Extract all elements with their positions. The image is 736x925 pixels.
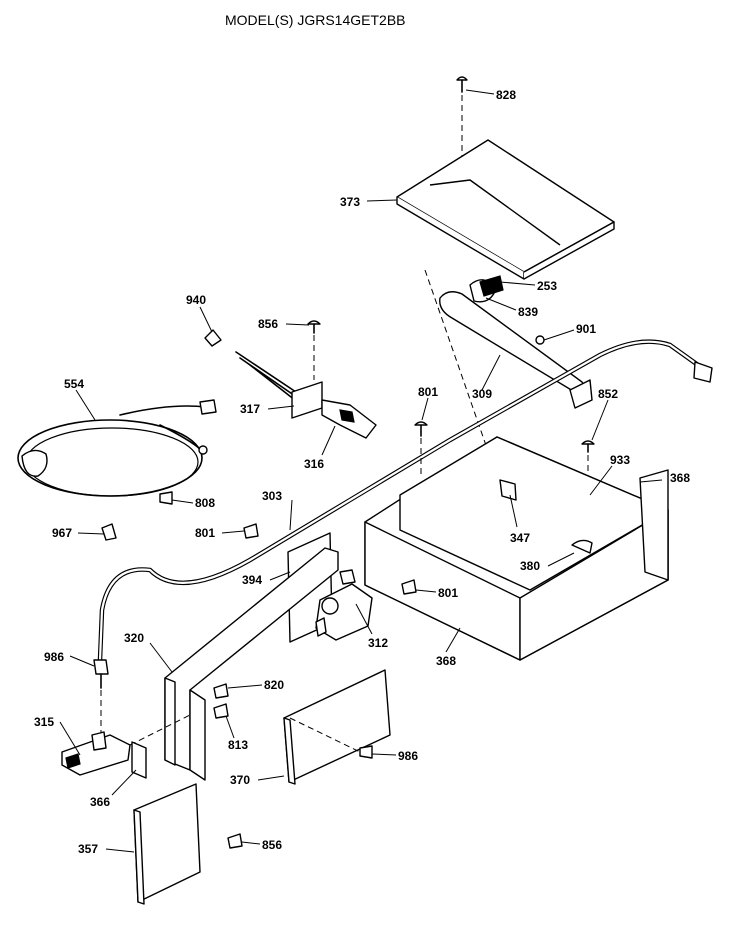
label-940: 940 xyxy=(186,293,206,307)
screw-852 xyxy=(581,440,595,453)
screw-820 xyxy=(213,683,229,699)
label-820: 820 xyxy=(264,678,284,692)
screw-801-top xyxy=(414,421,428,437)
label-986-right: 986 xyxy=(398,749,418,763)
screw-808 xyxy=(159,491,173,505)
label-347: 347 xyxy=(510,531,530,545)
screw-828 xyxy=(456,76,468,93)
label-901: 901 xyxy=(576,322,596,336)
panel-357 xyxy=(133,783,201,905)
label-316: 316 xyxy=(304,457,324,471)
label-373: 373 xyxy=(340,195,360,209)
gas-tube-303 xyxy=(97,339,713,663)
label-368-right: 368 xyxy=(670,471,690,485)
label-813: 813 xyxy=(228,738,248,752)
model-title: MODEL(S) JGRS14GET2BB xyxy=(225,12,406,28)
label-312: 312 xyxy=(368,636,388,650)
valve-assembly-315 xyxy=(61,714,191,776)
label-394: 394 xyxy=(242,573,262,587)
label-801-valve: 801 xyxy=(438,586,458,600)
label-368-bottom: 368 xyxy=(436,654,456,668)
label-986-left: 986 xyxy=(44,650,64,664)
label-309: 309 xyxy=(472,387,492,401)
wire-harness-554 xyxy=(17,399,217,497)
label-370: 370 xyxy=(230,773,250,787)
label-554: 554 xyxy=(64,377,84,391)
deflector-plate-373 xyxy=(396,139,615,280)
label-366: 366 xyxy=(90,795,110,809)
screw-801-left xyxy=(243,523,259,539)
igniter-317 xyxy=(235,351,377,439)
label-303: 303 xyxy=(262,489,282,503)
cap-940 xyxy=(204,329,222,347)
label-856-lower: 856 xyxy=(262,838,282,852)
label-320: 320 xyxy=(124,631,144,645)
label-828: 828 xyxy=(496,88,516,102)
label-315: 315 xyxy=(34,715,54,729)
valve-312 xyxy=(315,569,373,641)
label-317: 317 xyxy=(240,402,260,416)
label-380: 380 xyxy=(520,559,540,573)
label-967: 967 xyxy=(52,526,72,540)
label-852: 852 xyxy=(598,387,618,401)
screw-901 xyxy=(535,335,545,345)
manifold-bracket-320 xyxy=(164,547,339,781)
burner-tube-309 xyxy=(439,275,593,409)
screw-801-valve xyxy=(401,579,417,595)
burner-box-368 xyxy=(364,436,669,661)
fitting-986-left xyxy=(93,659,109,689)
label-801-left: 801 xyxy=(195,526,215,540)
alignment-line-986-right xyxy=(289,717,361,753)
screw-856-lower xyxy=(227,833,243,849)
part-labels: 828 373 253 839 901 309 940 856 554 317 … xyxy=(34,88,690,856)
cover-plate-370 xyxy=(283,669,391,785)
screw-986-right xyxy=(359,745,373,759)
label-933: 933 xyxy=(610,453,630,467)
bracket-366 xyxy=(131,741,147,779)
screw-856-upper xyxy=(307,320,321,334)
label-357: 357 xyxy=(78,842,98,856)
label-856-upper: 856 xyxy=(258,317,278,331)
label-801-top: 801 xyxy=(418,385,438,399)
leader-lines xyxy=(59,89,663,853)
screw-813 xyxy=(213,703,229,719)
label-808: 808 xyxy=(195,496,215,510)
label-253: 253 xyxy=(537,279,557,293)
label-839: 839 xyxy=(518,305,538,319)
clip-967 xyxy=(101,523,117,541)
